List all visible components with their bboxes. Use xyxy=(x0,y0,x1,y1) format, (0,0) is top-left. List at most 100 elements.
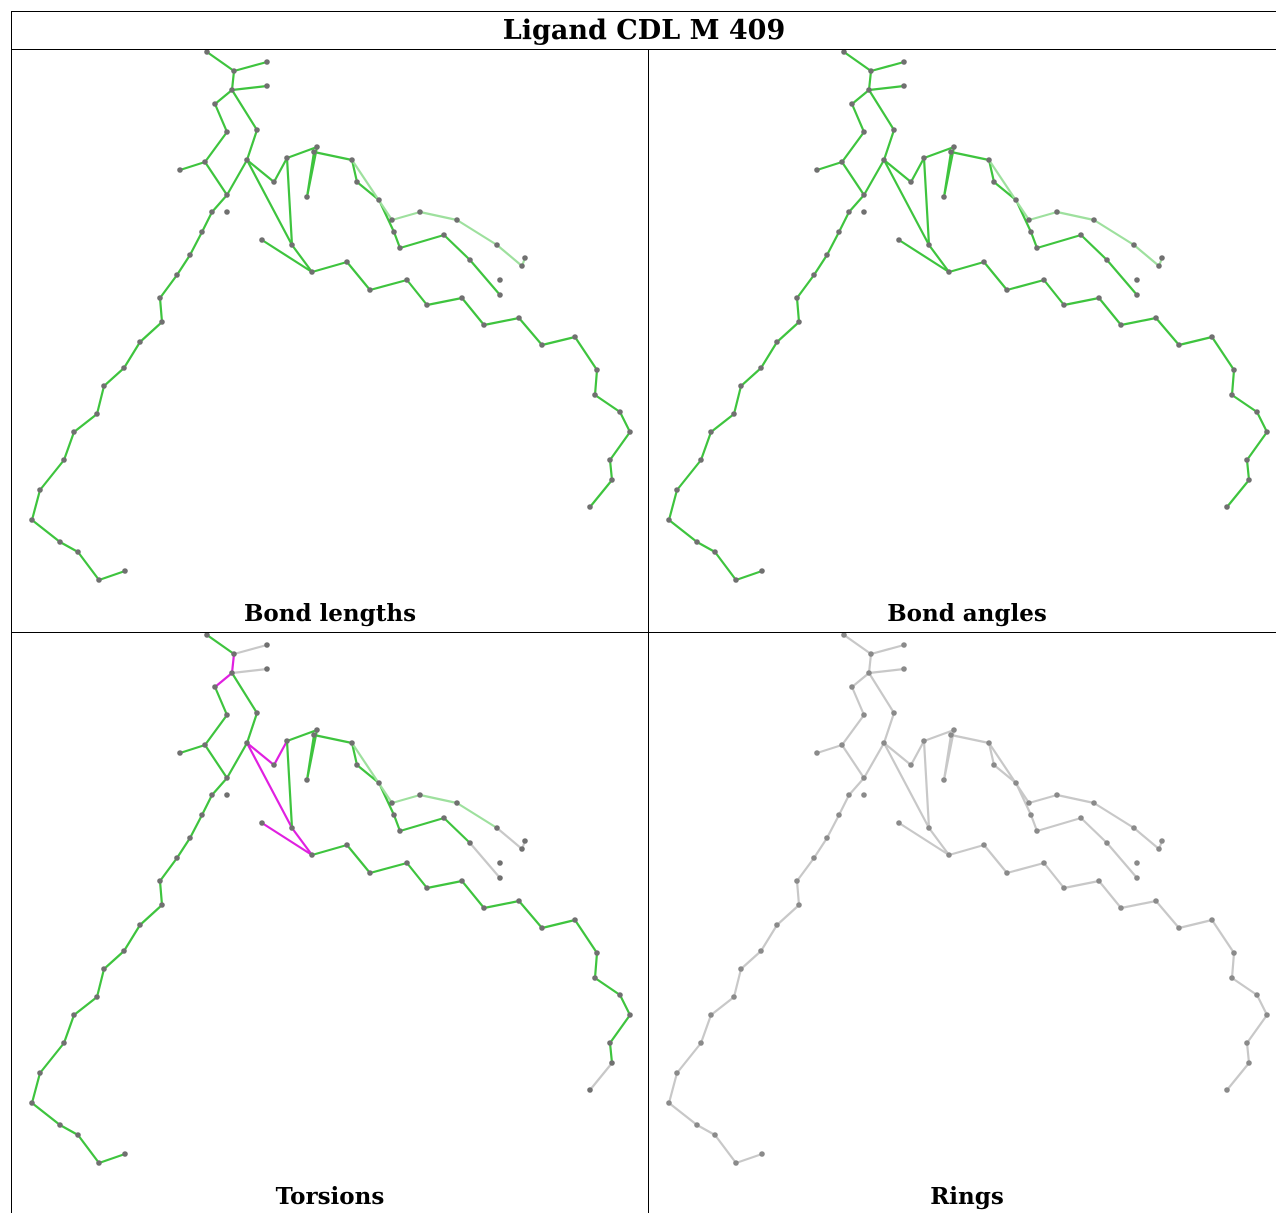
atom-0-57 xyxy=(137,339,143,345)
atom-0-27 xyxy=(494,242,500,248)
atom-1-34 xyxy=(946,269,952,275)
atom-2-43 xyxy=(572,917,578,923)
bond-1-4 xyxy=(850,88,871,106)
bond-3-2 xyxy=(867,652,873,675)
bond-2-64 xyxy=(30,1071,42,1105)
atom-2-41 xyxy=(516,898,522,904)
bond-0-5 xyxy=(213,102,229,134)
atom-0-34 xyxy=(309,269,315,275)
atom-0-35 xyxy=(344,259,350,265)
atom-2-16 xyxy=(311,732,317,738)
atom-3-3 xyxy=(866,670,872,676)
atom-2-67 xyxy=(96,1160,102,1166)
bond-1-64 xyxy=(667,488,679,522)
atom-0-52 xyxy=(199,229,205,235)
atom-2-11 xyxy=(244,740,250,746)
atom-1-2 xyxy=(901,59,907,65)
bond-0-29 xyxy=(468,258,502,297)
atom-1-64 xyxy=(666,517,672,523)
bond-0-22 xyxy=(418,210,459,222)
atom-2-6 xyxy=(224,712,230,718)
atom-1-42 xyxy=(1176,342,1182,348)
bond-0-21 xyxy=(390,210,422,222)
atom-1-35 xyxy=(981,259,987,265)
panel-rings: Rings xyxy=(649,633,1276,1214)
atom-0-50 xyxy=(587,504,593,510)
atom-0-8 xyxy=(177,167,183,173)
bond-2-46 xyxy=(593,951,599,980)
bond-3-65 xyxy=(667,1101,699,1127)
bond-1-59 xyxy=(739,366,763,388)
bond-0-7 xyxy=(178,160,207,172)
atom-1-0 xyxy=(841,50,847,55)
atom-2-63 xyxy=(37,1070,43,1076)
bond-2-8 xyxy=(203,743,229,780)
atom-0-65 xyxy=(57,539,63,545)
bond-1-46 xyxy=(1230,368,1236,397)
atom-2-52 xyxy=(199,812,205,818)
atom-2-55 xyxy=(157,878,163,884)
bond-1-68 xyxy=(734,569,764,582)
bond-3-61 xyxy=(709,995,736,1017)
bond-0-62 xyxy=(62,430,76,462)
atom-3-19 xyxy=(1013,780,1019,786)
atom-0-17 xyxy=(349,157,355,163)
bond-2-13 xyxy=(285,728,319,743)
bond-2-1 xyxy=(232,643,269,656)
bond-0-0 xyxy=(205,50,236,73)
bond-3-3 xyxy=(867,667,906,675)
bond-0-43 xyxy=(517,316,544,347)
bond-1-0 xyxy=(842,50,873,73)
atom-1-54 xyxy=(811,272,817,278)
atom-0-55 xyxy=(157,295,163,301)
bond-3-40 xyxy=(1062,879,1101,890)
bond-1-2 xyxy=(867,69,873,92)
bond-1-7 xyxy=(815,160,844,172)
bond-1-1 xyxy=(869,60,906,73)
bond-0-56 xyxy=(158,296,164,324)
bond-3-42 xyxy=(1119,899,1158,910)
bond-2-40 xyxy=(425,879,464,890)
atom-2-48 xyxy=(607,1040,613,1046)
atom-2-53 xyxy=(187,835,193,841)
bond-2-45 xyxy=(573,918,599,955)
bond-3-16 xyxy=(949,733,991,745)
atom-0-33 xyxy=(289,242,295,248)
atom-3-47 xyxy=(1264,1012,1270,1018)
bond-2-31 xyxy=(225,741,249,780)
bond-1-42 xyxy=(1119,316,1158,327)
atom-0-40 xyxy=(481,322,487,328)
bond-2-32 xyxy=(245,741,294,830)
atom-3-32 xyxy=(896,820,902,826)
bond-3-26 xyxy=(1029,813,1039,833)
bond-2-33 xyxy=(285,739,294,830)
bond-2-61 xyxy=(72,995,99,1017)
bond-3-53 xyxy=(825,813,841,840)
atom-1-47 xyxy=(1264,429,1270,435)
bond-3-29 xyxy=(1105,841,1139,880)
atom-1-15 xyxy=(941,194,947,200)
bond-3-20 xyxy=(987,741,1031,805)
atom-1-19 xyxy=(1013,197,1019,203)
bond-3-33 xyxy=(922,739,931,830)
atom-3-23 xyxy=(1054,792,1060,798)
bond-2-57 xyxy=(138,903,164,927)
bond-0-1 xyxy=(232,60,269,73)
bond-1-44 xyxy=(1177,335,1214,347)
atom-1-8 xyxy=(814,167,820,173)
bond-0-45 xyxy=(573,335,599,372)
bond-0-16 xyxy=(312,150,354,162)
atom-2-44 xyxy=(594,950,600,956)
bond-2-63 xyxy=(38,1041,66,1075)
atom-3-0 xyxy=(841,633,847,638)
atom-0-29 xyxy=(497,292,503,298)
bond-3-60 xyxy=(732,967,743,999)
atom-1-5 xyxy=(849,101,855,107)
bond-2-37 xyxy=(345,843,372,875)
bond-0-64 xyxy=(30,488,42,522)
bond-2-5 xyxy=(213,685,229,717)
bond-2-24 xyxy=(495,826,524,851)
atom-0-39 xyxy=(459,295,465,301)
bond-0-60 xyxy=(95,384,106,416)
atom-1-48 xyxy=(1244,457,1250,463)
